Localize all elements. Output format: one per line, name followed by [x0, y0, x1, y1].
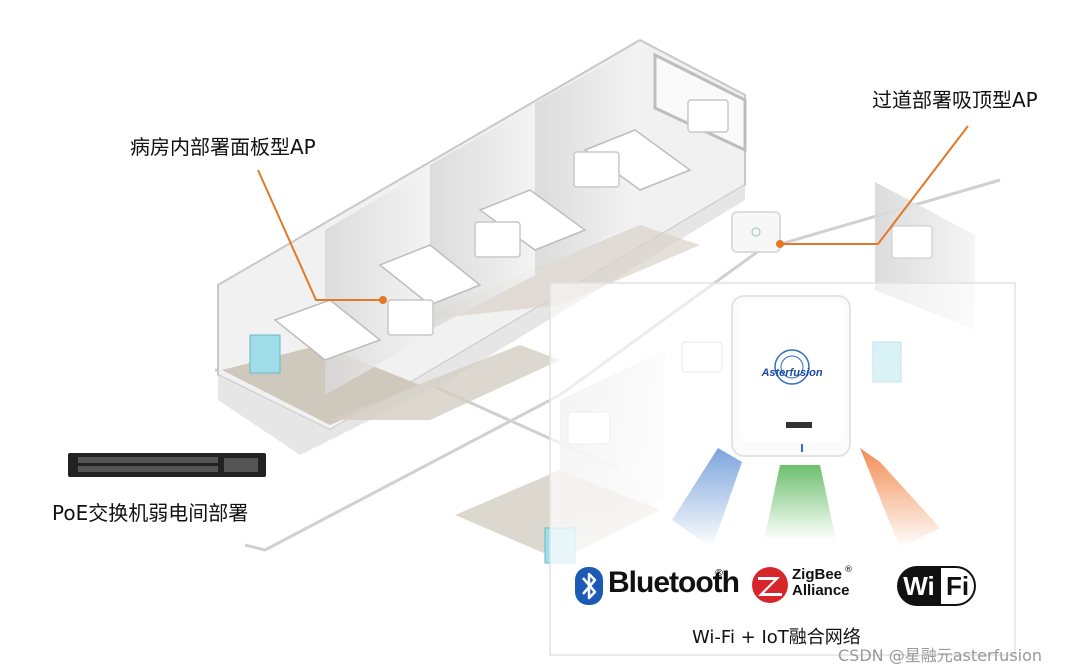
panel-ap-label: 病房内部署面板型AP: [130, 135, 316, 159]
ceiling-ap-large-icon: Asterfusion: [731, 295, 851, 457]
fusion-network-label: Wi-Fi + IoT融合网络: [692, 627, 861, 648]
zigbee-line2: Alliance: [792, 582, 850, 599]
ceiling-ap-icon: [731, 211, 781, 253]
medical-cart-icon: [249, 334, 281, 374]
bluetooth-logo: Bluetooth ®: [574, 566, 740, 606]
poe-switch-icon: [68, 453, 266, 477]
poe-switch-label: PoE交换机弱电间部署: [52, 501, 249, 525]
hospital-bed-icon: [273, 129, 692, 361]
leader-dot-panel: [379, 296, 387, 304]
signal-beams: [672, 448, 940, 548]
watermark: CSDN @星融元asterfusion: [838, 646, 1043, 665]
zigbee-icon: [752, 567, 788, 603]
panel-ap-icon: [387, 99, 729, 336]
wifi-fi-text: Fi: [941, 566, 976, 606]
wifi-logo: Wi Fi: [897, 566, 977, 606]
ceiling-ap-label: 过道部署吸顶型AP: [872, 88, 1038, 112]
zigbee-logo: ZigBee Alliance ®: [750, 565, 860, 607]
bluetooth-text: Bluetooth: [608, 566, 740, 599]
zigbee-reg: ®: [844, 565, 853, 575]
leader-lines: [257, 125, 969, 301]
bluetooth-reg: ®: [714, 568, 724, 579]
ward-rooms: [217, 38, 747, 455]
zigbee-line1: ZigBee: [792, 566, 843, 583]
leader-dot-ceiling: [776, 240, 784, 248]
bluetooth-icon: [575, 567, 603, 605]
ap-brand-text: Asterfusion: [760, 367, 822, 379]
wifi-icon: Wi: [897, 566, 941, 606]
